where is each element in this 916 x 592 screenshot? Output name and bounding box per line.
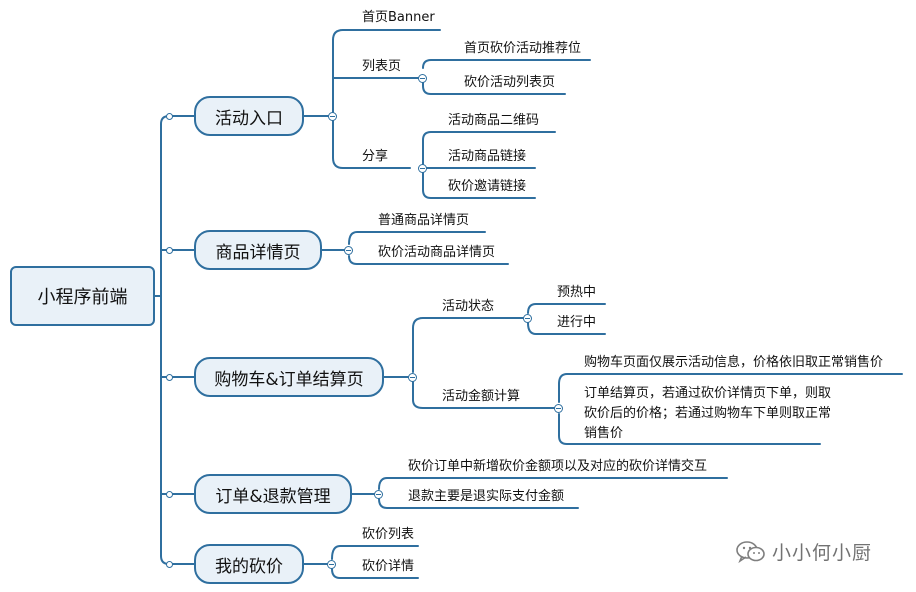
connector-dot [166,374,173,381]
branch-node-order-refund[interactable]: 订单&退款管理 [194,474,352,514]
topic-share-child[interactable]: 砍价邀请链接 [448,179,527,194]
branch-label: 购物车&订单结算页 [214,369,364,390]
collapse-toggle-order-refund[interactable] [374,490,383,499]
branch-label: 我的砍价 [215,556,283,577]
branch-node-my-bargain[interactable]: 我的砍价 [194,544,304,584]
root-node-label: 小程序前端 [37,287,128,308]
topic-status-child[interactable]: 进行中 [557,315,597,330]
topic-my-bargain-child[interactable]: 砍价列表 [362,527,415,542]
topic-product-child[interactable]: 普通商品详情页 [378,213,470,228]
topic-share-child[interactable]: 活动商品链接 [448,149,527,164]
topic-amount-calc[interactable]: 活动金额计算 [442,389,521,404]
topic-share[interactable]: 分享 [362,149,389,164]
topic-list-child[interactable]: 砍价活动列表页 [464,75,556,90]
branch-label: 订单&退款管理 [215,486,331,507]
topic-list-page[interactable]: 列表页 [362,59,402,74]
collapse-toggle-list-page[interactable] [418,74,427,83]
topic-refund-child[interactable]: 砍价订单中新增砍价金额项以及对应的砍价详情交互 [408,459,708,474]
topic-share-child[interactable]: 活动商品二维码 [448,113,540,128]
topic-activity-status[interactable]: 活动状态 [442,299,495,314]
collapse-toggle-activity-entry[interactable] [328,112,337,121]
collapse-toggle-cart-checkout[interactable] [408,373,417,382]
topic-status-child[interactable]: 预热中 [557,285,597,300]
connector-dot [166,247,173,254]
collapse-toggle-share[interactable] [418,164,427,173]
collapse-toggle-my-bargain[interactable] [327,560,336,569]
collapse-toggle-activity-status[interactable] [523,314,532,323]
watermark: 小小何小厨 [736,538,872,565]
topic-my-bargain-child[interactable]: 砍价详情 [362,559,415,574]
collapse-toggle-product-detail[interactable] [344,246,353,255]
branch-label: 商品详情页 [215,242,301,263]
topic-banner[interactable]: 首页Banner [362,10,435,25]
topic-list-child[interactable]: 首页砍价活动推荐位 [464,41,582,56]
root-node[interactable]: 小程序前端 [10,266,155,326]
topic-amount-child[interactable]: 订单结算页，若通过砍价详情页下单，则取砍价后的价格；若通过购物车下单则取正常销售… [584,386,832,441]
branch-node-cart-checkout[interactable]: 购物车&订单结算页 [194,357,384,397]
branch-node-product-detail[interactable]: 商品详情页 [194,230,322,270]
wechat-icon [736,540,765,563]
topic-refund-child[interactable]: 退款主要是退实际支付金额 [408,489,565,504]
connector-dot [166,491,173,498]
connector-dot [166,113,173,120]
branch-node-activity-entry[interactable]: 活动入口 [194,96,304,136]
topic-amount-child[interactable]: 购物车页面仅展示活动信息，价格依旧取正常销售价 [584,355,884,370]
collapse-toggle-amount-calc[interactable] [554,404,563,413]
topic-product-child[interactable]: 砍价活动商品详情页 [378,245,496,260]
watermark-text: 小小何小厨 [772,542,873,564]
branch-label: 活动入口 [215,108,283,129]
connector-dot [166,561,173,568]
